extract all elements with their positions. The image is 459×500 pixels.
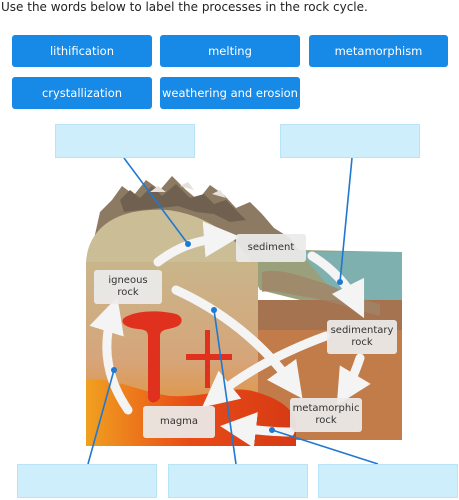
drop-target-bottom-center[interactable]: [168, 464, 308, 498]
drop-target-bottom-left[interactable]: [17, 464, 157, 498]
magma-intrusion: [122, 311, 182, 403]
label-magma: magma: [143, 406, 215, 438]
drop-target-top-left[interactable]: [55, 124, 195, 158]
leader-lines: [87, 157, 379, 465]
label-igneous-line1: igneous: [108, 275, 148, 286]
leader-dots: [111, 241, 343, 433]
label-igneous-rock: igneous rock: [94, 270, 162, 304]
word-tile-melting[interactable]: melting: [160, 35, 300, 67]
word-tile-lithification[interactable]: lithification: [12, 35, 152, 67]
label-metamorphic-line2: rock: [315, 415, 337, 426]
drop-target-top-right[interactable]: [280, 124, 420, 158]
instructions-text: Use the words below to label the process…: [1, 0, 368, 14]
label-sedimentary-line1: sedimentary: [330, 325, 394, 336]
word-tile-metamorphism[interactable]: metamorphism: [309, 35, 448, 67]
cycle-arrows: [89, 221, 371, 448]
label-sediment: sediment: [236, 234, 306, 262]
word-tile-weathering-and-erosion[interactable]: weathering and erosion: [160, 77, 300, 109]
drop-target-bottom-right[interactable]: [318, 464, 458, 498]
label-sedimentary-line2: rock: [351, 337, 373, 348]
label-igneous-line2: rock: [117, 287, 139, 298]
label-sediment-text: sediment: [247, 242, 295, 253]
word-tile-crystallization[interactable]: crystallization: [12, 77, 152, 109]
label-metamorphic-line1: metamorphic: [292, 403, 360, 414]
label-magma-text: magma: [159, 416, 199, 427]
label-metamorphic-rock: metamorphic rock: [290, 398, 362, 432]
label-sedimentary-rock: sedimentary rock: [327, 320, 397, 354]
